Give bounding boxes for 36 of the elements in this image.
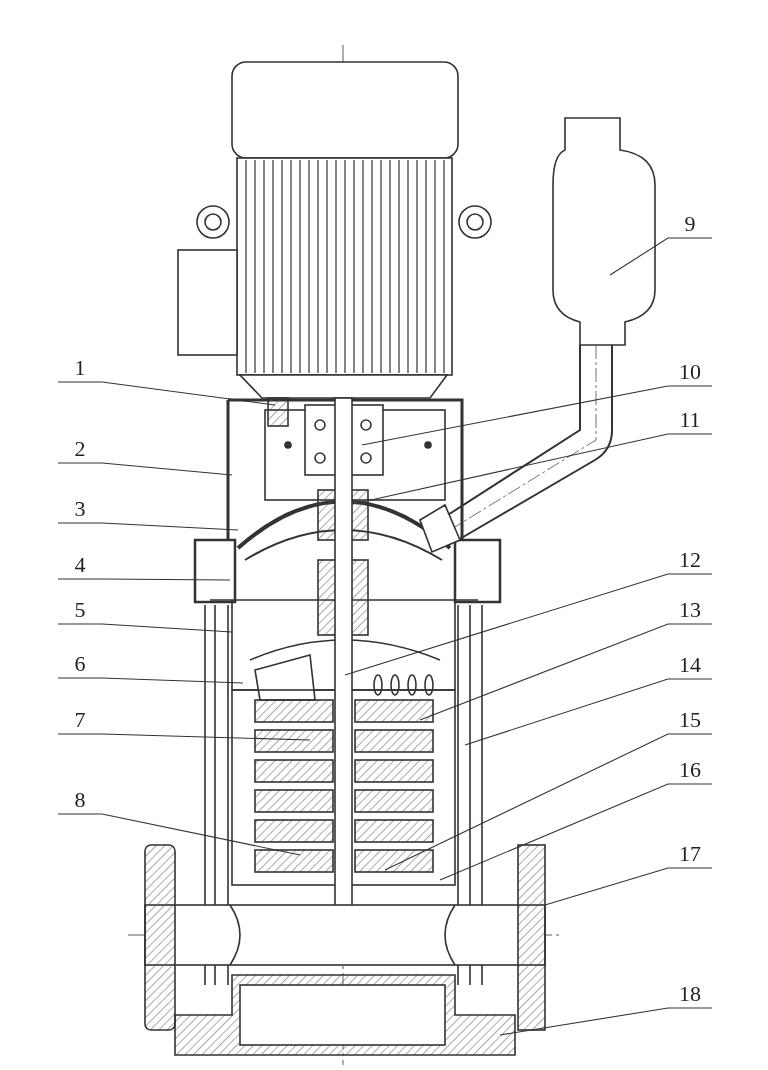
callout-number: 2 <box>63 437 97 461</box>
leader-line <box>361 433 713 503</box>
callout-number: 9 <box>673 212 707 236</box>
callout-number: 5 <box>63 598 97 622</box>
leader-line <box>57 677 244 684</box>
leader-line <box>57 381 276 406</box>
leader-line <box>499 1007 713 1036</box>
callout-number: 16 <box>673 758 707 782</box>
callout-number: 11 <box>673 408 707 432</box>
leader-line <box>57 623 233 633</box>
callout-number: 6 <box>63 652 97 676</box>
callout-number: 3 <box>63 497 97 521</box>
callout-number: 13 <box>673 598 707 622</box>
leader-line <box>544 867 713 906</box>
leader-line <box>361 385 713 446</box>
callout-number: 7 <box>63 708 97 732</box>
callout-number: 12 <box>673 548 707 572</box>
callout-number: 1 <box>63 356 97 380</box>
leader-line <box>57 578 231 581</box>
leader-line <box>344 573 713 676</box>
callout-number: 8 <box>63 788 97 812</box>
callout-number: 14 <box>673 653 707 677</box>
leader-line <box>419 623 713 721</box>
leader-line <box>439 783 713 881</box>
leader-line <box>57 813 301 856</box>
callout-number: 4 <box>63 553 97 577</box>
leader-line <box>384 733 713 871</box>
leader-line <box>609 237 713 276</box>
callout-number: 10 <box>673 360 707 384</box>
callout-number: 18 <box>673 982 707 1006</box>
leader-line <box>464 678 713 746</box>
leader-line <box>57 462 233 476</box>
leader-line <box>57 522 239 531</box>
leader-line <box>57 733 311 741</box>
callout-number: 15 <box>673 708 707 732</box>
callout-number: 17 <box>673 842 707 866</box>
